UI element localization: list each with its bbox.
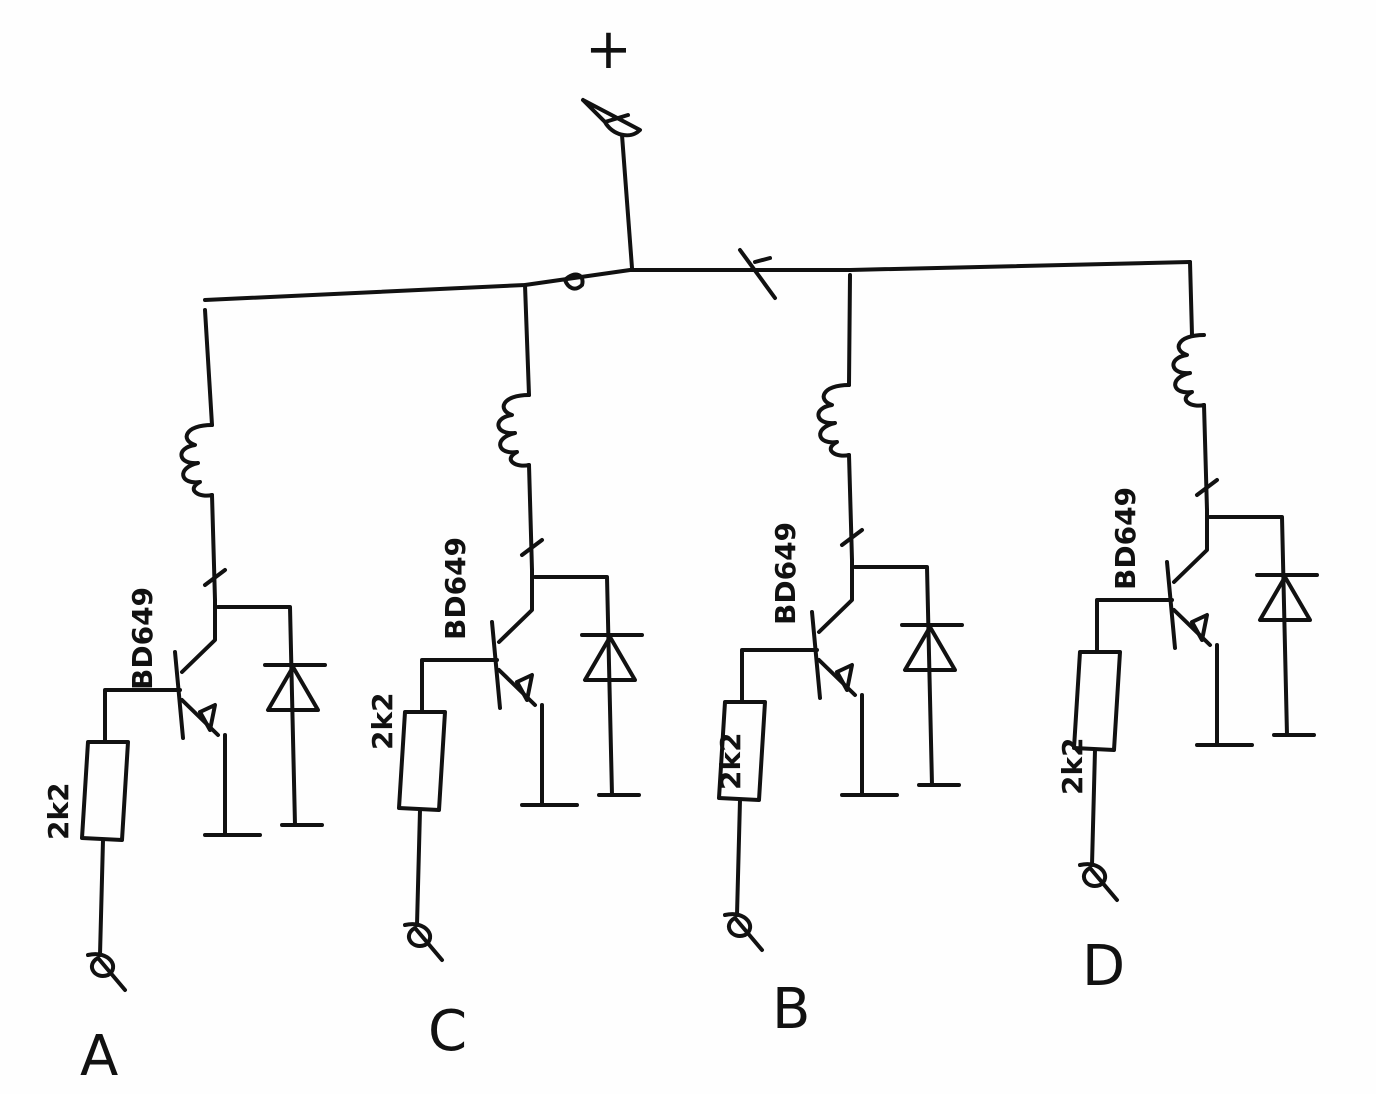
branch-a	[80, 423, 327, 992]
transistor-label-a: BD649	[126, 587, 159, 690]
lead-a	[203, 308, 214, 427]
supply-plus-label: +	[585, 17, 632, 82]
transistor-label-c: BD649	[439, 537, 472, 640]
resistor-label-a: 2k2	[42, 782, 75, 840]
lead-d	[1188, 260, 1194, 337]
terminal-label-d: D	[1082, 934, 1125, 999]
resistor-label-b: 2k2	[714, 732, 747, 790]
lead-c	[523, 283, 531, 397]
terminal-label-a: A	[80, 1024, 118, 1089]
supply-lead	[620, 133, 634, 270]
bus-mark-2	[738, 248, 777, 300]
supply-bus	[203, 260, 1192, 302]
resistor-label-d: 2k2	[1056, 737, 1089, 795]
lead-b	[847, 273, 852, 387]
supply-terminal	[581, 98, 642, 138]
resistor-label-c: 2k2	[366, 692, 399, 750]
transistor-label-b: BD649	[769, 522, 802, 625]
bus-mark-1	[563, 272, 585, 291]
transistor-label-d: BD649	[1109, 487, 1142, 590]
branch-d	[1072, 333, 1319, 902]
terminal-label-b: B	[772, 977, 810, 1042]
terminal-label-c: C	[428, 999, 467, 1064]
branch-c	[397, 393, 644, 962]
branch-b	[717, 383, 964, 952]
